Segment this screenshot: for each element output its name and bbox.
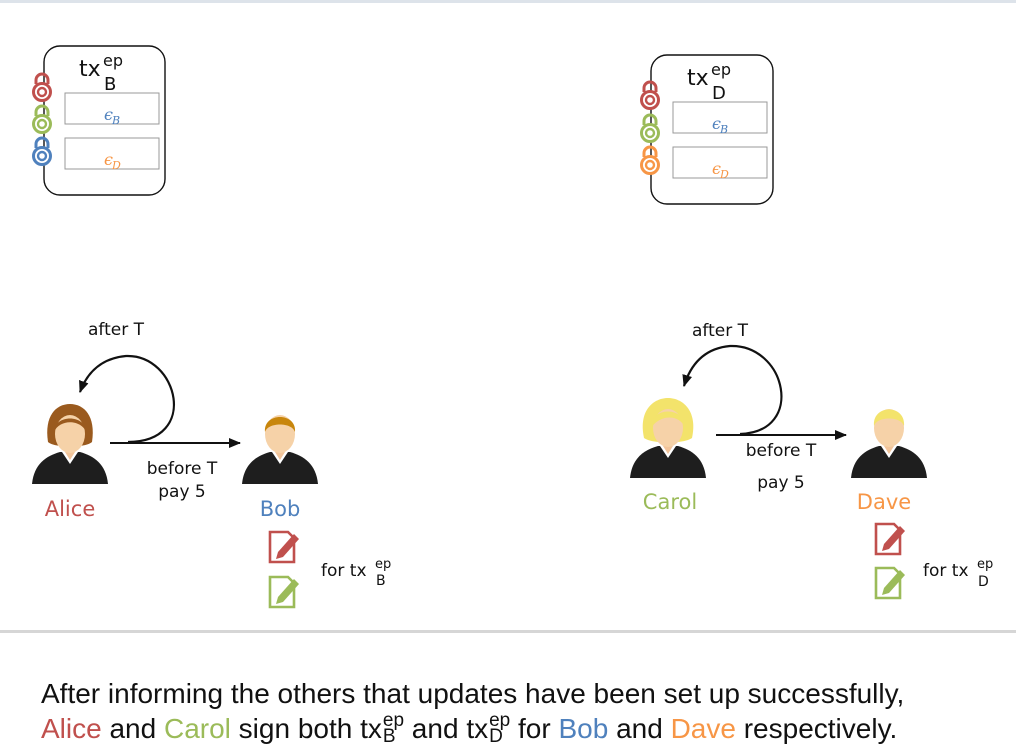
signature-icon-green: [268, 575, 301, 609]
right-tx-sub: D: [712, 83, 726, 104]
carol-label: Carol: [643, 490, 697, 514]
lock-icon-green: [32, 104, 52, 134]
caption-carol: Carol: [163, 713, 231, 744]
right-slot-epsilon-b: ϵ: [712, 114, 721, 133]
left-slot-epsilon-b: ϵ: [104, 105, 113, 124]
alice-label: Alice: [45, 497, 96, 521]
lock-icon-red: [32, 72, 52, 102]
bob-avatar: [242, 415, 318, 484]
left-slot-epsilon-b-sub: B: [111, 114, 120, 127]
right-tx-sup: ep: [711, 60, 731, 79]
caption-sign-both: sign both: [230, 713, 361, 744]
lock-icon-red: [640, 80, 660, 110]
caption-tx-d-base: tx: [466, 713, 489, 744]
caption-and-3: and: [608, 713, 671, 744]
left-tx-title: tx: [79, 57, 101, 82]
alice-avatar: [32, 404, 108, 484]
lock-icon-orange: [640, 145, 660, 175]
left-sig-label: for tx: [321, 561, 367, 581]
left-after-label: after T: [88, 320, 145, 340]
right-pay-label: pay 5: [757, 473, 805, 493]
right-slot-epsilon-b-sub: B: [719, 123, 728, 136]
caption-tx-b-base: tx: [360, 713, 382, 744]
caption-tx-d-sub: D: [489, 725, 503, 747]
caption-line-1: After informing the others that updates …: [41, 678, 905, 709]
left-tx-sup: ep: [103, 51, 123, 70]
caption-bob: Bob: [558, 713, 609, 744]
signature-icon-red: [268, 530, 301, 564]
dave-avatar: [851, 409, 927, 478]
left-sig-sub: B: [376, 573, 386, 589]
left-tx-sub: B: [104, 74, 116, 95]
caption-and-1: and: [101, 713, 164, 744]
left-slot-epsilon-d: ϵ: [104, 150, 113, 169]
section-divider: [0, 630, 1016, 633]
left-pay-label: pay 5: [158, 482, 206, 502]
right-after-label: after T: [692, 321, 749, 341]
lock-icon-blue: [32, 136, 52, 166]
caption-alice: Alice: [41, 713, 102, 744]
caption-tx-b-sup: ep: [382, 709, 405, 731]
left-before-label: before T: [147, 459, 218, 479]
signature-icon-red: [874, 522, 907, 556]
right-slot-epsilon-d: ϵ: [712, 159, 721, 178]
right-sig-sub: D: [978, 574, 989, 590]
caption-and-2: and: [404, 713, 467, 744]
caption-dave: Dave: [670, 713, 736, 744]
left-slot-epsilon-d-sub: D: [111, 159, 121, 172]
dave-label: Dave: [857, 490, 911, 514]
right-tx-title: tx: [687, 66, 709, 91]
caption-for: for: [510, 713, 559, 744]
right-sig-sup: ep: [977, 557, 993, 572]
slide-caption: After informing the others that updates …: [41, 676, 1001, 747]
right-tx-box: tx ep D ϵ B ϵ D: [640, 54, 774, 205]
payment-diagram: tx ep B ϵ B ϵ D Alice Bob after T before…: [32, 45, 993, 609]
caption-respectively: respectively.: [735, 713, 898, 744]
top-divider: [0, 0, 1016, 3]
caption-tx-b-sub: B: [382, 725, 396, 747]
bob-label: Bob: [260, 497, 301, 521]
left-self-arrow: [78, 354, 175, 444]
left-sig-sup: ep: [375, 557, 391, 572]
right-sig-label: for tx: [923, 561, 969, 581]
right-self-arrow: [682, 344, 783, 436]
left-tx-box: tx ep B ϵ B ϵ D: [32, 45, 166, 196]
signature-icon-green: [874, 566, 907, 600]
right-before-label: before T: [746, 441, 817, 461]
right-slot-epsilon-d-sub: D: [719, 168, 729, 181]
lock-icon-green: [640, 113, 660, 143]
carol-avatar: [630, 398, 706, 478]
caption-tx-d-sup: ep: [489, 709, 511, 731]
